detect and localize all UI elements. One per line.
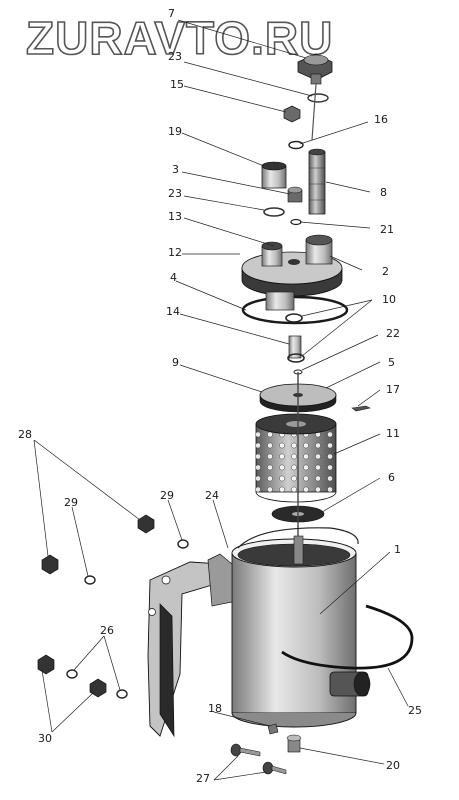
callout-4: 4 (170, 271, 177, 284)
leader-lines (33, 19, 409, 781)
mounting-bracket-part (147, 553, 233, 738)
bolt-part (262, 761, 287, 775)
nut-part (283, 105, 301, 123)
nut-part (89, 678, 107, 698)
filter-housing-part (231, 372, 371, 728)
callout-29-right: 29 (160, 489, 174, 502)
cable-part (281, 604, 414, 670)
spring-washer-part (84, 575, 96, 585)
top-fitting-part (297, 53, 333, 85)
callout-12: 12 (168, 246, 182, 259)
nut-part (37, 654, 55, 675)
callout-25: 25 (408, 704, 422, 717)
callout-8: 8 (380, 186, 387, 199)
callout-22: 22 (386, 327, 400, 340)
gasket-ring-part (241, 295, 349, 325)
callout-13: 13 (168, 210, 182, 223)
callout-28: 28 (18, 428, 32, 441)
screw-part (267, 723, 279, 735)
callout-16: 16 (374, 113, 388, 126)
callout-14: 14 (166, 305, 180, 318)
filter-element-part (255, 413, 337, 503)
callout-20: 20 (386, 759, 400, 772)
nut-part (41, 554, 59, 575)
bushing-part (287, 186, 303, 203)
pin-part (287, 335, 305, 363)
callout-11: 11 (386, 427, 400, 440)
o-ring-part (285, 313, 303, 323)
callout-19: 19 (168, 125, 182, 138)
washer-part (263, 207, 285, 217)
callout-17: 17 (386, 383, 400, 396)
callout-27: 27 (196, 772, 210, 785)
filter-cover-part (241, 234, 343, 297)
clip-part (351, 405, 371, 412)
drain-plug-part (286, 734, 302, 753)
ring-part (288, 140, 304, 150)
washer-part (307, 93, 329, 103)
bolt-part (230, 743, 261, 757)
callout-3: 3 (172, 163, 179, 176)
callout-23-top: 23 (168, 50, 182, 63)
clamp-band-part (237, 527, 359, 549)
nut-part (137, 514, 155, 534)
callout-9: 9 (172, 356, 179, 369)
callout-29-left: 29 (64, 496, 78, 509)
callout-6: 6 (388, 471, 395, 484)
sleeve-part (261, 161, 287, 189)
callout-5: 5 (388, 356, 395, 369)
spring-washer-part (66, 669, 78, 679)
callout-18: 18 (208, 702, 222, 715)
callout-30: 30 (38, 732, 52, 745)
callout-15: 15 (170, 78, 184, 91)
callout-21: 21 (380, 223, 394, 236)
callout-7: 7 (168, 7, 175, 20)
spring-washer-part (116, 689, 128, 699)
callout-1: 1 (394, 543, 401, 556)
small-ring-part (290, 218, 302, 226)
callout-2: 2 (382, 265, 389, 278)
callout-26: 26 (100, 624, 114, 637)
callout-10: 10 (382, 293, 396, 306)
callout-23-lower: 23 (168, 187, 182, 200)
callout-24: 24 (205, 489, 219, 502)
mesh-tube-part (308, 148, 326, 215)
spring-washer-part (177, 539, 189, 549)
